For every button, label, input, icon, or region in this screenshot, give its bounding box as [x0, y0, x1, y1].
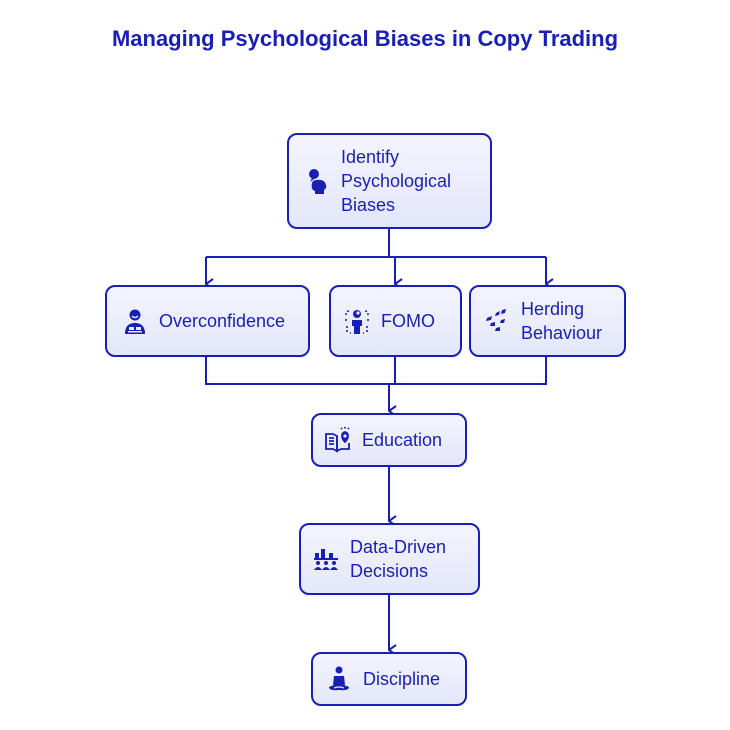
node-fomo[interactable]: FOMO [329, 285, 462, 357]
node-discipline[interactable]: Discipline [311, 652, 467, 706]
node-label: Data-Driven Decisions [350, 537, 447, 581]
node-label: Identify Psychological Biases [341, 147, 452, 215]
node-herding-behaviour[interactable]: Herding Behaviour [469, 285, 626, 357]
node-label: Discipline [363, 669, 441, 689]
edge-overconfidence-education [205, 357, 395, 385]
edge-herding-education [395, 357, 547, 385]
birds-flock-icon [483, 307, 511, 335]
book-lightbulb-icon [324, 426, 352, 454]
person-surrounded-icon [343, 307, 371, 335]
node-education[interactable]: Education [311, 413, 467, 467]
node-label: Overconfidence [159, 311, 286, 331]
person-icon [121, 307, 149, 335]
diagram-title: Managing Psychological Biases in Copy Tr… [111, 26, 619, 51]
node-label: FOMO [381, 311, 435, 331]
head-thought-icon [303, 167, 331, 195]
chart-audience-icon [312, 545, 340, 573]
node-identify-biases[interactable]: Identify Psychological Biases [287, 133, 492, 229]
meditation-icon [325, 665, 353, 693]
node-overconfidence[interactable]: Overconfidence [105, 285, 310, 357]
node-label: Herding Behaviour [521, 299, 603, 343]
node-data-driven-decisions[interactable]: Data-Driven Decisions [299, 523, 480, 595]
node-label: Education [362, 430, 443, 450]
